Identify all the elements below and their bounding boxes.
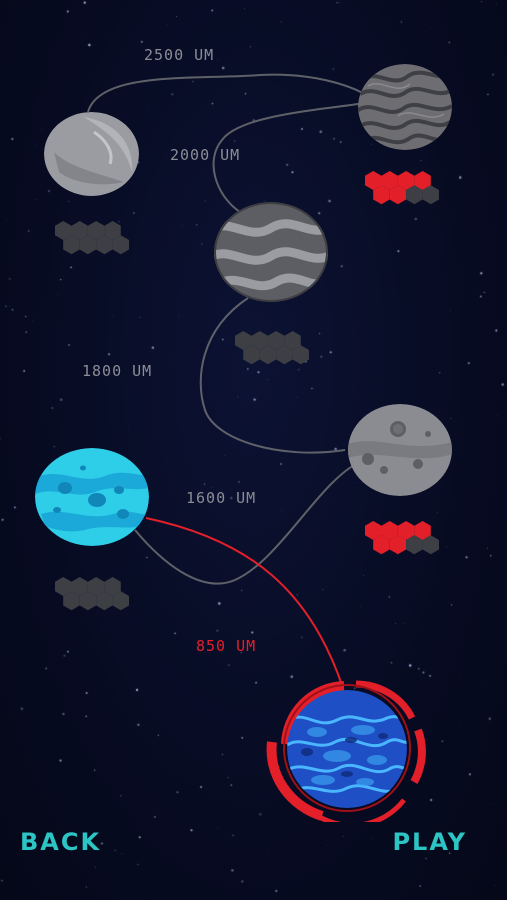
path-blue-to-ocean <box>145 517 344 689</box>
hex-cell <box>96 591 113 611</box>
hex-cell <box>251 331 268 350</box>
hex-cell <box>63 591 80 611</box>
hex-cell <box>259 345 277 365</box>
planet-blue-cratered[interactable] <box>35 448 149 546</box>
hex-cell <box>365 521 382 540</box>
hex-cell <box>414 521 431 540</box>
hex-cell <box>373 185 390 205</box>
hex-cell <box>243 345 260 365</box>
hex-cell <box>292 345 309 365</box>
hex-cell <box>79 235 97 255</box>
hex-cell <box>104 577 121 596</box>
selection-ring <box>266 680 426 822</box>
planet-striped-top-right[interactable] <box>358 64 452 150</box>
distance-label-850: 850 UM <box>196 637 257 655</box>
hex-cell <box>365 171 382 190</box>
hex-cell <box>267 331 285 350</box>
path-gray-to-striped <box>87 73 366 113</box>
hex-cell <box>276 345 293 365</box>
hex-requirement-blue-cratered <box>55 577 129 611</box>
hex-cell <box>112 235 129 255</box>
hex-requirement-gray-top-left <box>55 221 129 255</box>
hex-requirement-cratered-right <box>365 521 439 555</box>
hex-cell <box>373 535 390 555</box>
hex-cell <box>422 185 439 205</box>
hex-cell <box>235 331 252 350</box>
hex-cell <box>414 171 431 190</box>
hex-cell <box>397 521 415 540</box>
planet-ocean-selected[interactable] <box>287 690 407 808</box>
path-cratered-to-blue <box>134 461 361 585</box>
hex-cell <box>422 535 439 555</box>
hex-cell <box>381 171 398 190</box>
hex-cell <box>63 235 80 255</box>
hex-cell <box>397 171 415 190</box>
hex-cell <box>389 185 407 205</box>
hex-cell <box>112 591 129 611</box>
distance-label-1600: 1600 UM <box>186 489 257 507</box>
hex-cell <box>79 591 97 611</box>
distance-label-1800: 1800 UM <box>82 362 153 380</box>
back-button[interactable]: BACK <box>20 828 102 856</box>
hex-cell <box>389 535 407 555</box>
hex-cell <box>87 577 105 596</box>
hex-requirement-wavy-center <box>235 331 309 365</box>
hex-cell <box>104 221 121 240</box>
play-button[interactable]: PLAY <box>392 828 467 856</box>
hex-requirement-striped-top-right <box>365 171 439 205</box>
hex-cell <box>55 221 72 240</box>
path-striped-to-wavy <box>212 102 366 213</box>
hex-cell <box>71 221 88 240</box>
hex-cell <box>406 535 423 555</box>
planet-gray-top-left[interactable] <box>44 112 139 196</box>
distance-label-2000: 2000 UM <box>170 146 241 164</box>
hex-cell <box>381 521 398 540</box>
path-wavy-to-cratered <box>199 297 346 454</box>
hex-cell <box>406 185 423 205</box>
hex-cell <box>55 577 72 596</box>
distance-label-2500: 2500 UM <box>144 46 215 64</box>
hex-cell <box>71 577 88 596</box>
hex-cell <box>284 331 301 350</box>
planet-cratered-right[interactable] <box>348 404 452 496</box>
hex-cell <box>96 235 113 255</box>
planet-wavy-center[interactable] <box>214 202 328 302</box>
hex-cell <box>87 221 105 240</box>
